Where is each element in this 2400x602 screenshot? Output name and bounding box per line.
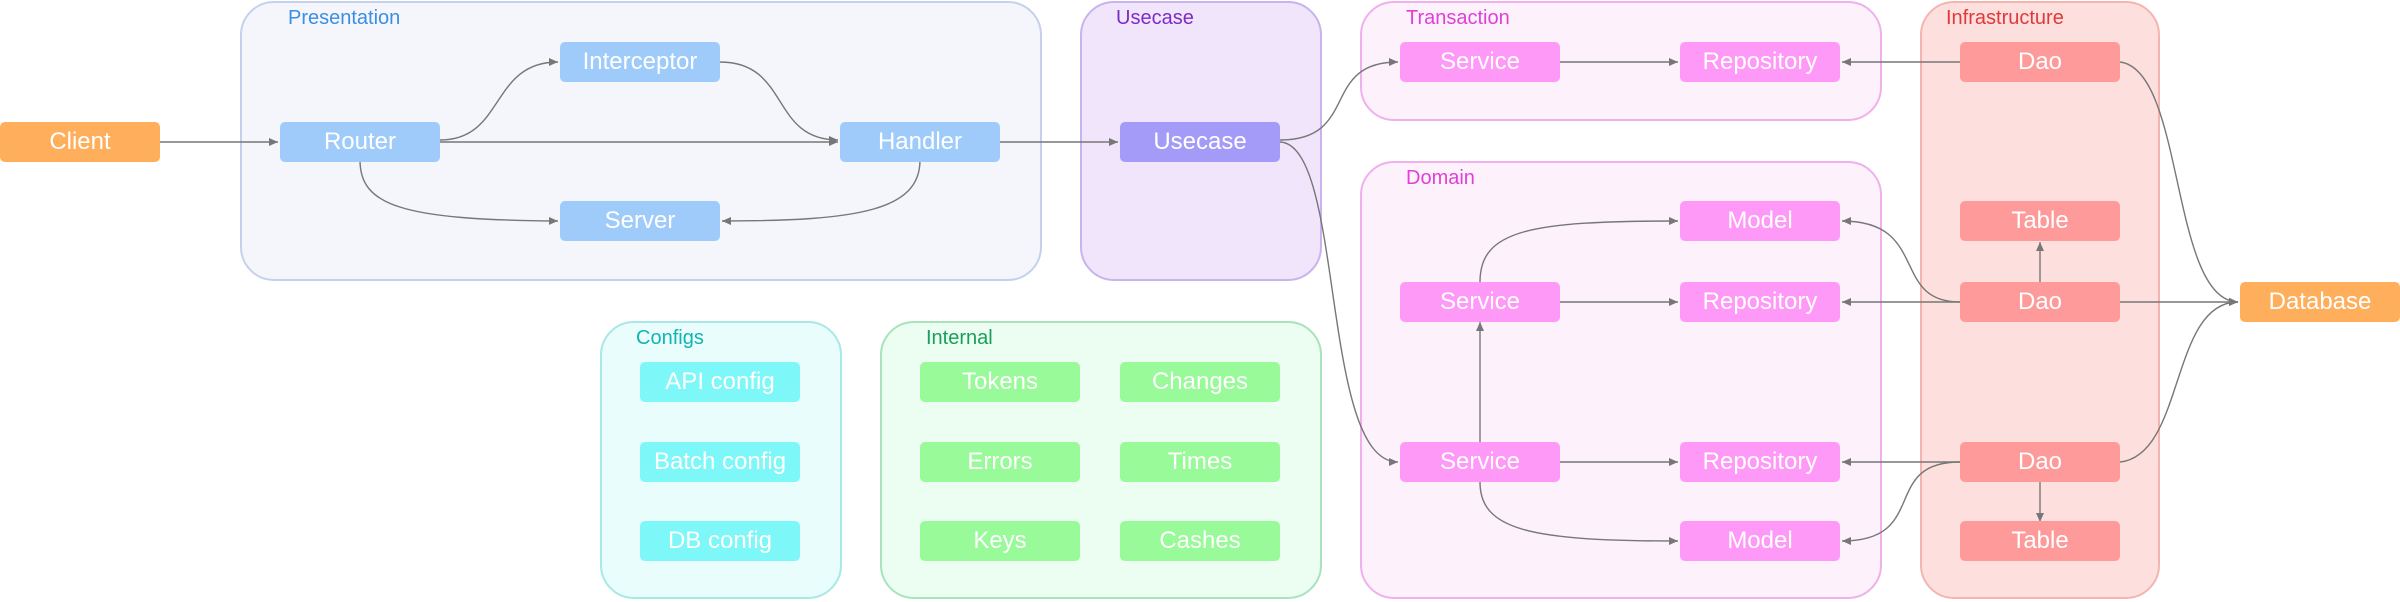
- node-router[interactable]: Router: [280, 122, 440, 162]
- node-errors[interactable]: Errors: [920, 442, 1080, 482]
- node-server[interactable]: Server: [560, 201, 720, 241]
- node-infra-dao-top[interactable]: Dao: [1960, 42, 2120, 82]
- node-domain-repository-bot[interactable]: Repository: [1680, 442, 1840, 482]
- group-label-transaction: Transaction: [1406, 7, 1510, 29]
- node-domain-repository-mid[interactable]: Repository: [1680, 282, 1840, 322]
- group-label-domain: Domain: [1406, 167, 1475, 189]
- node-domain-model-bot[interactable]: Model: [1680, 521, 1840, 561]
- node-interceptor[interactable]: Interceptor: [560, 42, 720, 82]
- node-client[interactable]: Client: [0, 122, 160, 162]
- node-cashes[interactable]: Cashes: [1120, 521, 1280, 561]
- node-db-config[interactable]: DB config: [640, 521, 800, 561]
- group-label-presentation: Presentation: [288, 7, 401, 29]
- node-transaction-repository[interactable]: Repository: [1680, 42, 1840, 82]
- group-label-usecase: Usecase: [1116, 7, 1194, 29]
- node-database[interactable]: Database: [2240, 282, 2400, 322]
- node-domain-service-bot[interactable]: Service: [1400, 442, 1560, 482]
- group-label-infrastructure: Infrastructure: [1946, 7, 2064, 29]
- node-domain-service-mid[interactable]: Service: [1400, 282, 1560, 322]
- node-times[interactable]: Times: [1120, 442, 1280, 482]
- node-handler[interactable]: Handler: [840, 122, 1000, 162]
- group-label-internal: Internal: [926, 327, 993, 349]
- node-transaction-service[interactable]: Service: [1400, 42, 1560, 82]
- node-domain-model-top[interactable]: Model: [1680, 201, 1840, 241]
- node-usecase[interactable]: Usecase: [1120, 122, 1280, 162]
- node-changes[interactable]: Changes: [1120, 362, 1280, 402]
- node-api-config[interactable]: API config: [640, 362, 800, 402]
- node-infra-table-bot[interactable]: Table: [1960, 521, 2120, 561]
- node-keys[interactable]: Keys: [920, 521, 1080, 561]
- group-label-configs: Configs: [636, 327, 704, 349]
- node-batch-config[interactable]: Batch config: [640, 442, 800, 482]
- node-infra-dao-bot[interactable]: Dao: [1960, 442, 2120, 482]
- node-infra-dao-mid[interactable]: Dao: [1960, 282, 2120, 322]
- node-infra-table-top[interactable]: Table: [1960, 201, 2120, 241]
- node-tokens[interactable]: Tokens: [920, 362, 1080, 402]
